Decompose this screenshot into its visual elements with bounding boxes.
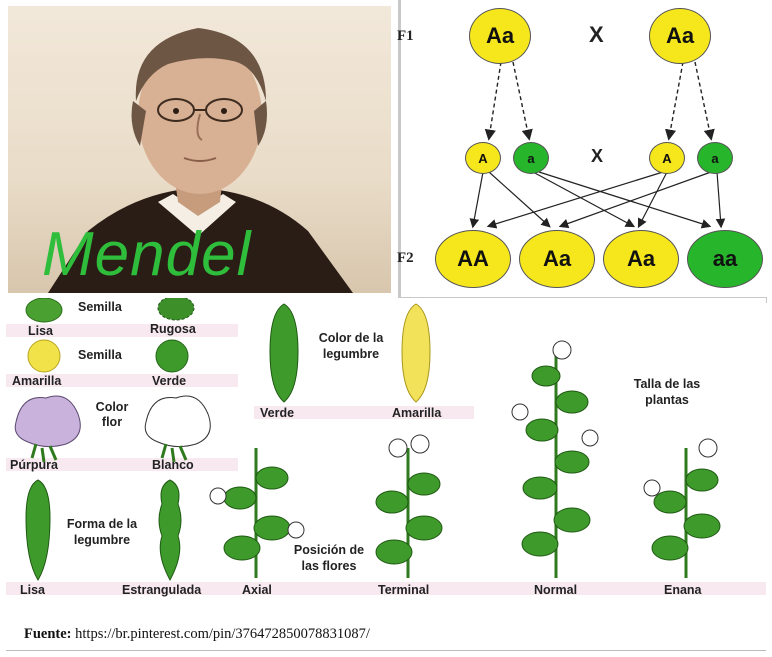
offspring-3: Aa <box>603 230 679 288</box>
seed-yellow-label: Amarilla <box>12 374 62 388</box>
seed-color-title: Semilla <box>78 348 122 362</box>
white-flower-icon <box>144 395 211 448</box>
f2-label: F2 <box>397 250 414 266</box>
green-seed-icon <box>155 339 189 373</box>
source-caption: Fuente: https://br.pinterest.com/pin/376… <box>24 626 370 643</box>
parent-cross-symbol: X <box>589 22 604 47</box>
wrinkled-seed-icon <box>157 298 195 321</box>
gamete-3: A <box>649 142 685 174</box>
pos-terminal-label: Terminal <box>378 583 430 597</box>
label-strip <box>6 324 238 337</box>
axial-plant-icon <box>209 448 305 578</box>
height-title: Talla de las plantas <box>633 377 701 407</box>
seed-wrinkled-label: Rugosa <box>150 322 196 336</box>
height-normal-label: Normal <box>534 583 578 597</box>
source-label: Fuente: <box>24 626 72 642</box>
seed-green-label: Verde <box>152 374 187 388</box>
seed-smooth-label: Lisa <box>28 324 54 338</box>
yellow-pod-icon <box>401 303 431 403</box>
smooth-seed-icon <box>25 298 63 323</box>
height-dwarf-label: Enana <box>664 583 702 597</box>
f1-label: F1 <box>397 28 414 44</box>
pod-smooth-label: Lisa <box>20 583 46 597</box>
flower-purple-label: Púrpura <box>10 458 58 472</box>
pod-shape-title: Forma de la legumbre <box>66 517 138 547</box>
gamete-2: a <box>513 142 549 174</box>
yellow-seed-icon <box>27 339 61 373</box>
dwarf-plant-icon <box>643 438 721 578</box>
portrait-title: Mendel <box>42 220 252 289</box>
portrait-illustration <box>48 28 353 293</box>
label-strip <box>254 406 474 419</box>
traits-illustrations <box>14 298 721 582</box>
flower-white-label: Blanco <box>152 458 194 472</box>
cross-arrows <box>469 61 726 229</box>
pod-color-title: Color de la legumbre <box>318 331 384 361</box>
flower-color-title: Color flor <box>95 400 129 429</box>
smooth-pod-icon <box>25 479 51 581</box>
pod-constricted-label: Estrangulada <box>122 583 202 597</box>
label-strip <box>6 458 238 471</box>
offspring-4: aa <box>687 230 763 288</box>
parent-left: Aa <box>469 8 531 64</box>
constricted-pod-icon <box>158 479 182 582</box>
offspring-1: AA <box>435 230 511 288</box>
purple-flower-icon <box>14 395 81 448</box>
seed-shape-title: Semilla <box>78 300 122 314</box>
footer-divider <box>6 650 766 651</box>
label-strip <box>6 374 238 387</box>
gamete-4: a <box>697 142 733 174</box>
offspring-2: Aa <box>519 230 595 288</box>
mendel-traits-panel: Semilla Lisa Rugosa Semilla Amarilla Ver… <box>6 298 766 598</box>
gamete-cross-symbol: X <box>591 146 604 166</box>
parent-right: Aa <box>649 8 711 64</box>
source-url[interactable]: https://br.pinterest.com/pin/37647285007… <box>75 626 370 642</box>
normal-plant-icon <box>511 340 599 578</box>
pos-axial-label: Axial <box>242 583 272 597</box>
green-pod-icon <box>269 303 299 403</box>
cross-diagram: F1 F2 Aa X Aa A a X A a AA Aa Aa aa <box>397 0 767 303</box>
terminal-plant-icon <box>375 434 443 578</box>
mendel-portrait: Mendel <box>8 6 391 293</box>
gamete-1: A <box>465 142 501 174</box>
pod-yellow-label: Amarilla <box>392 406 442 420</box>
pod-green-label: Verde <box>260 406 295 420</box>
flower-position-title: Posición de las flores <box>293 543 365 573</box>
label-strip <box>6 582 766 595</box>
